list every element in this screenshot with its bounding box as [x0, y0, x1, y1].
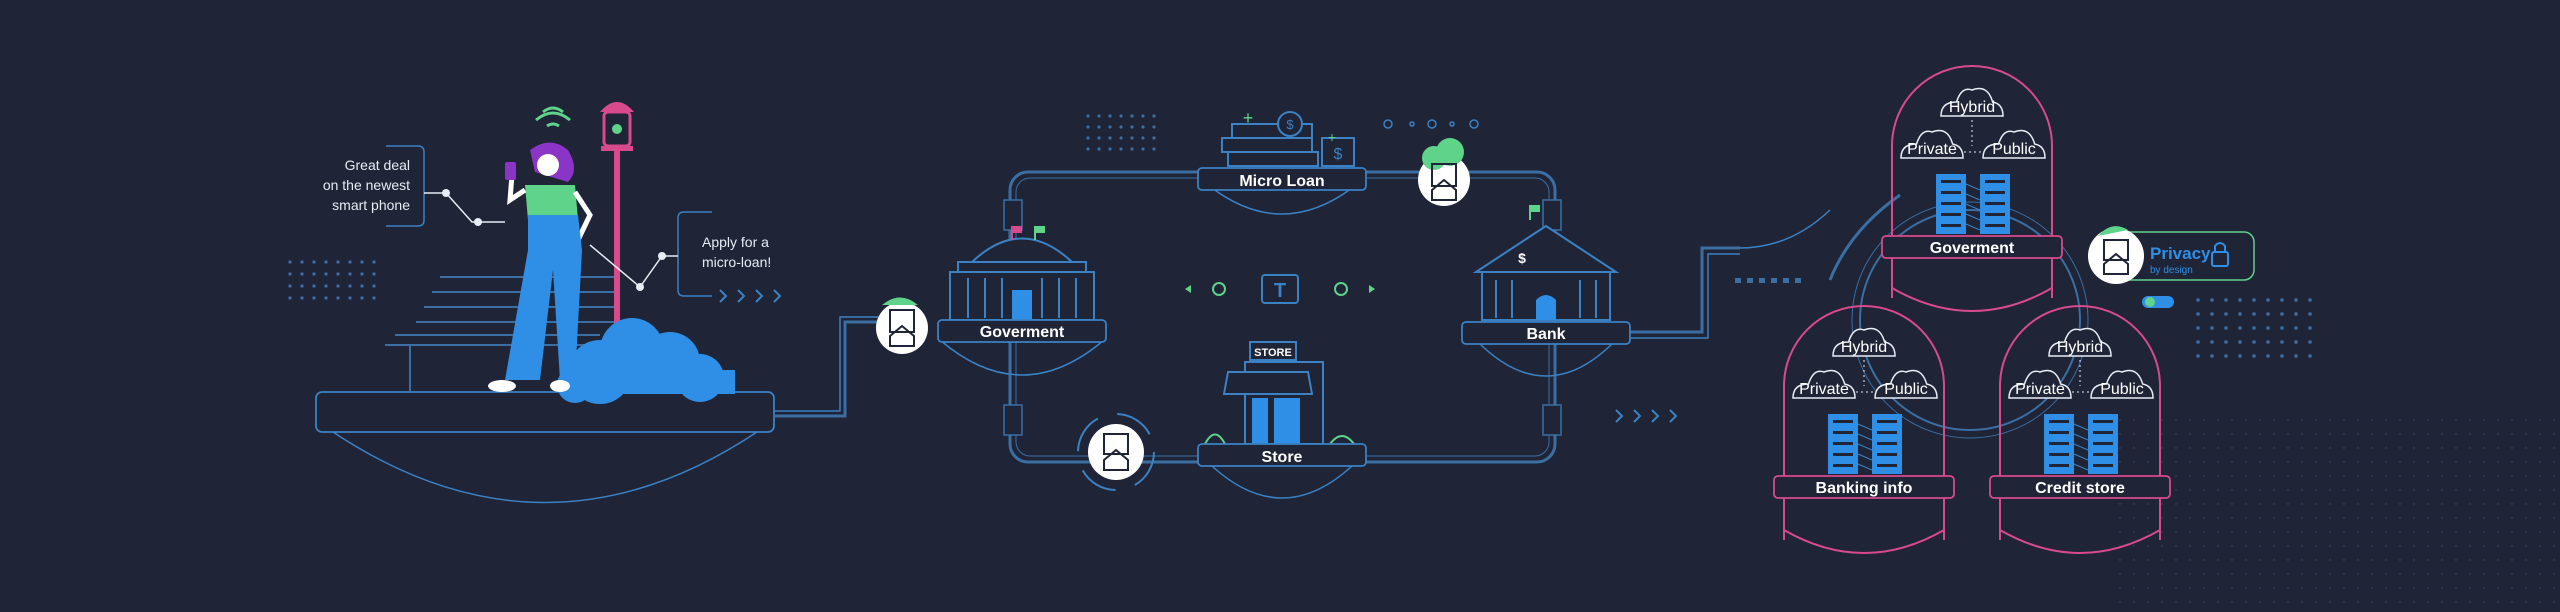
privacy-title: Privacy: [2150, 244, 2211, 263]
cloud-private: Private: [1799, 381, 1849, 398]
note-deal: Great deal on the newest smart phone: [323, 145, 505, 227]
bush: [557, 318, 735, 404]
svg-text:+: +: [1243, 108, 1254, 128]
node-government: Goverment: [937, 226, 1107, 376]
person-platform-scene: [315, 102, 775, 504]
cluster-label: Credit store: [2035, 480, 2125, 497]
note-loan-line-1: Apply for a: [702, 234, 769, 250]
cluster-label: Banking info: [1816, 480, 1913, 497]
note-deal-line-1: Great deal: [345, 157, 410, 173]
svg-text:$: $: [1334, 146, 1343, 163]
node-micro-loan: $ $ + + Micro Loan: [1197, 108, 1367, 215]
note-deal-line-2: on the newest: [323, 177, 410, 193]
chevrons-left: [719, 289, 782, 303]
dots-top-center: [1383, 119, 1479, 129]
label-micro-loan: Micro Loan: [1239, 173, 1324, 190]
note-loan: Apply for a micro-loan!: [589, 211, 782, 303]
node-store: STORE Store: [1197, 341, 1367, 499]
dash-lights: [1735, 278, 1801, 283]
note-loan-line-2: micro-loan!: [702, 254, 771, 270]
identity-token-2: [1418, 138, 1470, 206]
svg-text:$: $: [1286, 117, 1294, 132]
cloud-public: Public: [1884, 381, 1928, 398]
svg-text:T: T: [1274, 280, 1286, 302]
lock-icon: [2211, 251, 2229, 267]
note-deal-line-3: smart phone: [332, 197, 410, 213]
label-bank: Bank: [1526, 326, 1565, 343]
person-figure: [488, 106, 593, 392]
privacy-badge: Privacy by design: [2088, 226, 2255, 308]
center-token-logo: T: [1185, 274, 1375, 304]
label-store: Store: [1262, 449, 1303, 466]
cloud-private: Private: [2015, 381, 2065, 398]
dot-grid-bottom-right: [2118, 418, 2556, 604]
cloud-public: Public: [2100, 381, 2144, 398]
dot-grid-left: [288, 260, 376, 300]
cloud-hybrid: Hybrid: [2057, 339, 2103, 356]
cloud-public: Public: [1992, 141, 2036, 158]
cluster-label: Goverment: [1930, 240, 2015, 257]
node-bank: $ Bank: [1461, 205, 1631, 377]
store-sign: STORE: [1254, 347, 1292, 359]
identity-token-3: [1077, 413, 1155, 491]
chevrons-middle: [1615, 409, 1678, 423]
bank-dollar-sign: $: [1518, 250, 1526, 266]
privacy-subtitle: by design: [2150, 265, 2193, 276]
dot-grid-right: [2196, 298, 2312, 358]
label-government: Goverment: [980, 324, 1065, 341]
identity-token-1: [876, 297, 928, 354]
cloud-hybrid: Hybrid: [1841, 339, 1887, 356]
svg-text:+: +: [1328, 129, 1336, 145]
cloud-private: Private: [1907, 141, 1957, 158]
cloud-hybrid: Hybrid: [1949, 99, 1995, 116]
lamp-post: [600, 102, 634, 395]
dot-grid-top: [1086, 114, 1156, 151]
